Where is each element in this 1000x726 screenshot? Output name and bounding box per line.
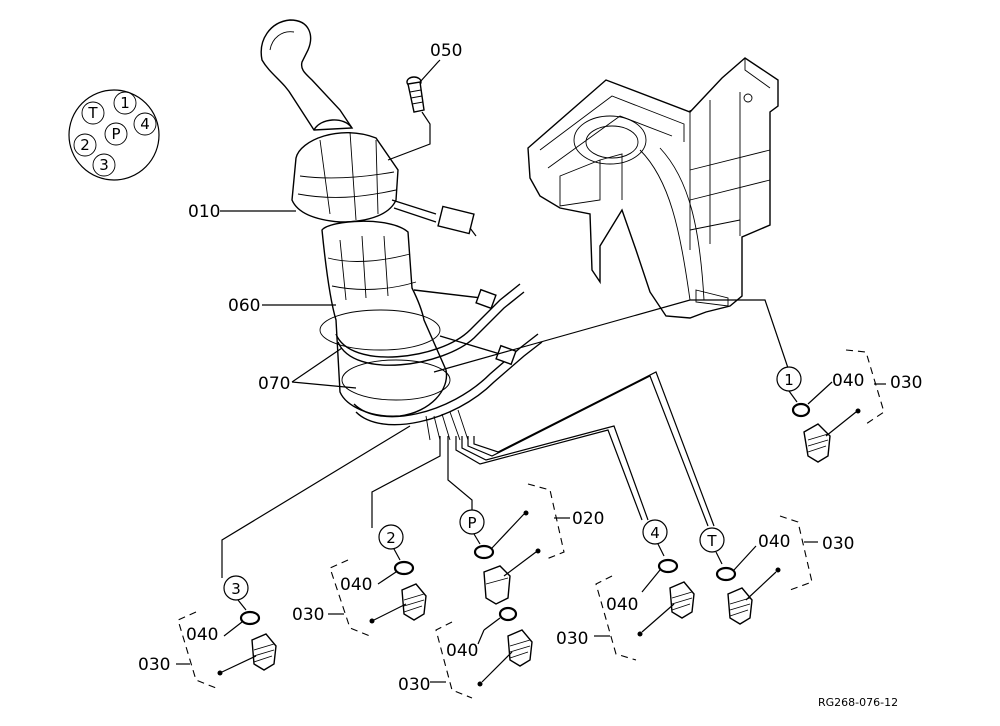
label-060: 060 <box>228 296 260 316</box>
label-040-port-t: 040 <box>758 532 790 552</box>
callout-port-p: P <box>467 514 476 532</box>
label-020: 020 <box>572 509 604 529</box>
legend-port-3: 3 <box>99 156 109 174</box>
legend-port-t: T <box>87 104 98 122</box>
label-030-port-p: 030 <box>398 675 430 695</box>
callout-port-2: 2 <box>386 529 396 547</box>
label-030-port-t: 030 <box>822 534 854 554</box>
callout-port-1: 1 <box>784 371 794 389</box>
leader-lines <box>221 299 789 578</box>
port-2-assembly: 2 040 030 <box>292 524 427 637</box>
legend-port-4: 4 <box>140 115 150 133</box>
label-050: 050 <box>430 41 462 61</box>
label-030-port-4: 030 <box>556 629 588 649</box>
port-legend: T 1 4 P 2 3 <box>68 89 160 181</box>
body-labels: 010 060 070 <box>188 202 357 394</box>
port-t-assembly: T 040 030 <box>699 515 854 625</box>
port-4-assembly: 4 040 030 <box>556 519 695 661</box>
label-010: 010 <box>188 202 220 222</box>
label-030-port-2: 030 <box>292 605 324 625</box>
label-070: 070 <box>258 374 290 394</box>
label-040-port-2: 040 <box>340 575 372 595</box>
label-030-port-1: 030 <box>890 373 922 393</box>
legend-port-2: 2 <box>80 136 90 154</box>
callout-port-3: 3 <box>231 580 241 598</box>
reference-code: RG268-076-12 <box>818 696 898 709</box>
port-p-assembly: P 020 040 030 <box>398 483 604 699</box>
legend-port-p: P <box>111 125 120 143</box>
joystick-valve <box>260 19 543 441</box>
mounting-bracket <box>527 57 779 319</box>
legend-port-1: 1 <box>120 94 130 112</box>
port-1-assembly: 1 040 030 <box>776 349 922 463</box>
label-030-port-3: 030 <box>138 655 170 675</box>
callout-port-t: T <box>706 532 717 550</box>
callout-port-4: 4 <box>650 524 660 542</box>
port-3-assembly: 3 040 030 <box>138 575 277 689</box>
label-040-port-1: 040 <box>832 371 864 391</box>
label-040-port-4: 040 <box>606 595 638 615</box>
label-040-port-p: 040 <box>446 641 478 661</box>
label-040-port-3: 040 <box>186 625 218 645</box>
screw-050: 050 <box>387 41 462 161</box>
